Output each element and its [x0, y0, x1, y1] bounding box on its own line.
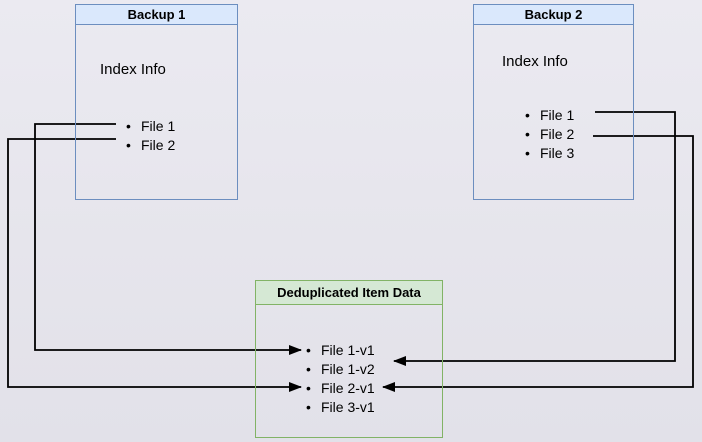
list-item: File 3-v1 — [306, 398, 375, 417]
dedup-title: Deduplicated Item Data — [256, 281, 442, 305]
backup1-title: Backup 1 — [76, 5, 237, 25]
dedup-file-list: File 1-v1 File 1-v2 File 2-v1 File 3-v1 — [306, 341, 375, 417]
list-item: File 1 — [126, 117, 175, 136]
list-item: File 2-v1 — [306, 379, 375, 398]
backup2-file-list: File 1 File 2 File 3 — [525, 106, 574, 163]
backup2-title: Backup 2 — [474, 5, 633, 25]
backup2-index-info-label: Index Info — [502, 53, 568, 70]
list-item: File 1 — [525, 106, 574, 125]
backup1-box: Backup 1 Index Info File 1 File 2 — [75, 4, 238, 200]
list-item: File 1-v2 — [306, 360, 375, 379]
list-item: File 1-v1 — [306, 341, 375, 360]
list-item: File 2 — [126, 136, 175, 155]
deduplicated-item-data-box: Deduplicated Item Data File 1-v1 File 1-… — [255, 280, 443, 438]
backup1-file-list: File 1 File 2 — [126, 117, 175, 155]
backup1-index-info-label: Index Info — [100, 61, 166, 78]
list-item: File 3 — [525, 144, 574, 163]
list-item: File 2 — [525, 125, 574, 144]
backup2-box: Backup 2 Index Info File 1 File 2 File 3 — [473, 4, 634, 200]
